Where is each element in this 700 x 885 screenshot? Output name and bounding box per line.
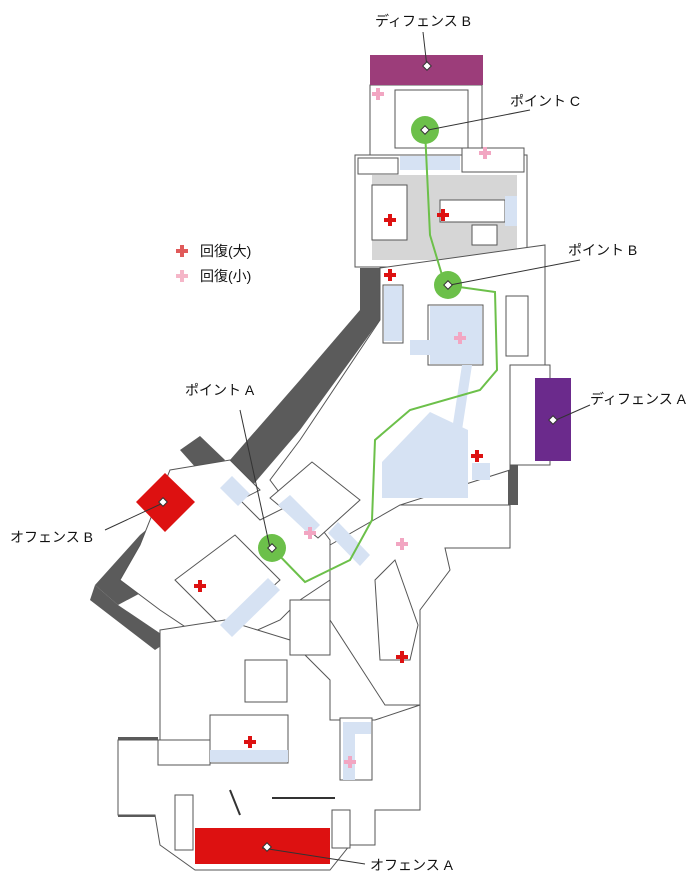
cover-block bbox=[278, 495, 320, 535]
cover-block bbox=[384, 286, 402, 341]
floor-area bbox=[461, 147, 525, 173]
cover-block bbox=[400, 156, 460, 170]
wall-segment bbox=[90, 585, 170, 650]
floor-area bbox=[331, 809, 351, 849]
offense-b-label: オフェンス B bbox=[10, 529, 93, 545]
cover-block bbox=[220, 578, 280, 637]
point-c-label: ポイント C bbox=[510, 93, 580, 109]
floor-area bbox=[174, 794, 194, 851]
center-markers bbox=[158, 61, 558, 852]
floor-area bbox=[371, 184, 408, 241]
legend-item-large: 回復(大) bbox=[176, 243, 251, 259]
floor-area bbox=[289, 599, 331, 656]
cover-block bbox=[343, 722, 355, 780]
map-cover bbox=[210, 156, 517, 780]
cover-block bbox=[505, 196, 517, 226]
legend-item-small: 回復(小) bbox=[176, 268, 251, 284]
cover-block bbox=[328, 522, 370, 566]
wall-line bbox=[229, 789, 241, 816]
legend: 回復(大) 回復(小) bbox=[176, 243, 251, 284]
offense-a-label: オフェンス A bbox=[370, 857, 454, 873]
plus-icon bbox=[176, 270, 188, 282]
floor-area bbox=[439, 199, 506, 223]
defense-b-label: ディフェンス B bbox=[375, 13, 471, 29]
point-a-label: ポイント A bbox=[185, 382, 255, 398]
leader-lines bbox=[104, 31, 591, 865]
cover-block bbox=[452, 365, 472, 430]
floor-area bbox=[174, 534, 281, 631]
floor-area bbox=[505, 295, 529, 357]
defense-a-label: ディフェンス A bbox=[590, 391, 687, 407]
cover-block bbox=[472, 463, 490, 480]
cover-block bbox=[430, 306, 482, 364]
cover-block bbox=[220, 476, 250, 506]
offense-a-zone bbox=[195, 828, 330, 864]
plus-icon bbox=[176, 245, 188, 257]
cover-block bbox=[210, 750, 288, 762]
cover-block bbox=[382, 412, 468, 498]
legend-label-large: 回復(大) bbox=[200, 243, 251, 259]
floor-area bbox=[357, 157, 399, 175]
floor-area bbox=[329, 504, 511, 706]
wall-block bbox=[508, 465, 518, 505]
floor-area bbox=[244, 659, 288, 703]
legend-label-small: 回復(小) bbox=[200, 268, 251, 284]
point-b-label: ポイント B bbox=[568, 242, 637, 258]
cover-block bbox=[410, 340, 430, 355]
floor-area bbox=[471, 224, 498, 246]
floor-area bbox=[157, 739, 211, 766]
floor-area bbox=[374, 559, 419, 661]
